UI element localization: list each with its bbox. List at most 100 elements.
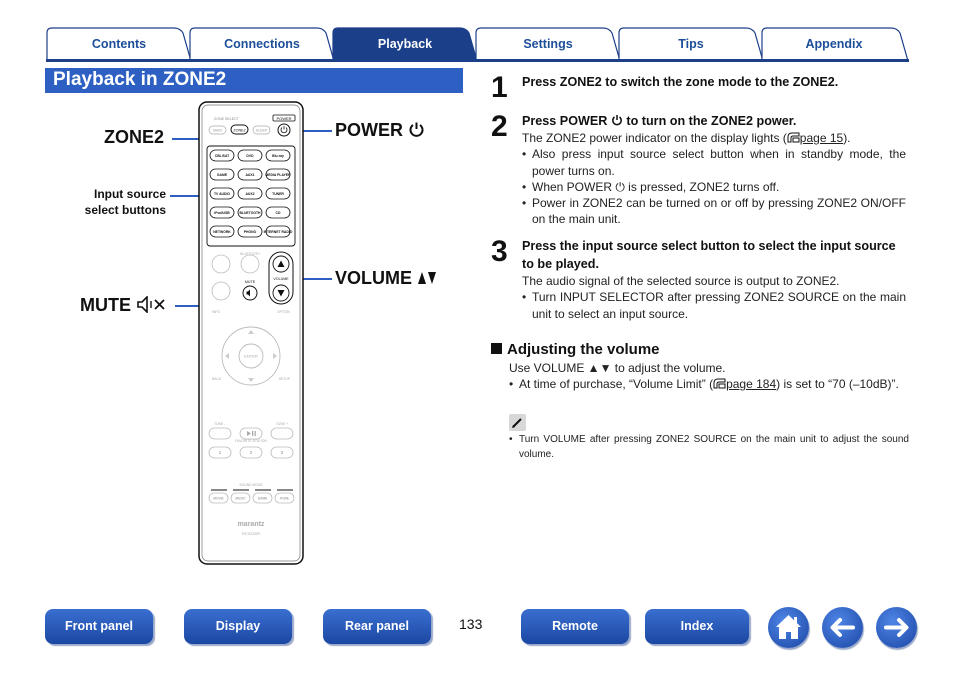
source-button-media-player[interactable] (265, 168, 291, 181)
page-15-link[interactable]: page 15 (787, 130, 843, 146)
remote-label-option: OPTION (277, 310, 291, 314)
source-button-ipod-usb[interactable] (209, 206, 235, 219)
source-button-tv-audio[interactable] (209, 187, 235, 200)
source-button-aux1[interactable] (237, 168, 263, 181)
callout-input-line1: Input source (93, 187, 166, 201)
tab-appendix[interactable]: Appendix (761, 27, 909, 61)
main-button-label: MAIN (213, 129, 222, 133)
remote-label-back: BACK (212, 377, 222, 381)
tab-label: Connections (224, 37, 300, 51)
remote-label-volume: VOLUME (273, 277, 289, 281)
sleep-button-label: SLEEP (256, 129, 268, 133)
callout-power-label: POWER (335, 120, 404, 140)
tune-plus-button[interactable] (270, 427, 294, 440)
source-button-phono[interactable] (237, 225, 263, 238)
callout-volume-label: VOLUME (335, 268, 413, 288)
volume-up-icon (277, 260, 285, 267)
callout-mute: MUTE (80, 295, 166, 318)
step-3-heading: Press the input source select button to … (522, 239, 896, 271)
tab-settings[interactable]: Settings (475, 27, 621, 61)
home-button[interactable] (768, 607, 809, 648)
step-2-bullet-3: Power in ZONE2 can be turned on or off b… (522, 195, 906, 228)
source-button-bluetooth[interactable] (237, 206, 263, 219)
source-button-game[interactable] (209, 168, 235, 181)
bluetooth-button[interactable] (240, 254, 260, 274)
tab-playback[interactable]: Playback (332, 27, 478, 61)
remote-label-tune-minus: TUNE - (214, 422, 225, 426)
tab-label: Settings (523, 37, 573, 51)
adjust-volume-title: Adjusting the volume (507, 341, 660, 358)
sound-mode-music[interactable] (230, 492, 251, 504)
page-184-link[interactable]: page 184 (713, 376, 776, 392)
sound-mode-game[interactable] (252, 492, 273, 504)
tab-bar: Contents Connections Playback Settings T… (46, 27, 909, 63)
rear-panel-button[interactable]: Rear panel (323, 609, 431, 644)
source-button-network[interactable] (209, 225, 235, 238)
remote-model: RC023SR (242, 531, 260, 536)
sound-mode-movie[interactable] (208, 492, 229, 504)
adjust-use-line: Use VOLUME ▲▼ to adjust the volume. (509, 361, 726, 375)
source-button-aux2[interactable] (237, 187, 263, 200)
source-button-tuner[interactable] (265, 187, 291, 200)
step-1-heading: Press ZONE2 to switch the zone mode to t… (522, 75, 839, 89)
step-2-intro-a: The ZONE2 power indicator on the display… (522, 131, 787, 145)
display-button[interactable]: Display (184, 609, 292, 644)
source-button-bluetooth-label: BLUETOOTH (239, 211, 261, 215)
source-button-cbl-sat[interactable] (209, 149, 235, 162)
remote-button[interactable]: Remote (521, 609, 629, 644)
tab-tips[interactable]: Tips (618, 27, 764, 61)
page-15-link-text: page 15 (799, 131, 844, 145)
main-button[interactable] (208, 125, 227, 135)
pause-icon-bar2 (254, 431, 256, 436)
power-icon (408, 121, 425, 143)
sound-mode-game-label: GAME (258, 496, 268, 500)
remote-label-tune-plus: TUNE + (276, 422, 288, 426)
source-button-cd-label: CD (276, 211, 281, 215)
favorite-button-3[interactable] (270, 446, 294, 459)
down-left-button[interactable] (211, 281, 231, 301)
cursor-right-icon (273, 353, 277, 359)
cursor-left-icon (225, 353, 229, 359)
sleep-button[interactable] (252, 125, 271, 135)
index-button[interactable]: Index (645, 609, 749, 644)
pencil-icon (509, 414, 526, 431)
power-button[interactable] (277, 123, 291, 137)
source-button-cd[interactable] (265, 206, 291, 219)
source-button-tuner-label: TUNER (272, 192, 284, 196)
callout-input-line2: select buttons (84, 203, 166, 217)
source-button-aux1-label: AUX1 (245, 173, 254, 177)
mute-button-icon (246, 289, 250, 297)
up-left-button[interactable] (211, 254, 231, 274)
sound-mode-indicator (211, 489, 227, 491)
back-button[interactable] (822, 607, 863, 648)
leader-volume (294, 278, 332, 280)
favorite-button-2[interactable] (239, 446, 263, 459)
step-2-intro-b: ). (843, 131, 851, 145)
sound-mode-indicator (277, 489, 293, 491)
enter-button[interactable] (238, 343, 264, 369)
zone2-button[interactable] (230, 124, 249, 135)
sound-mode-pure[interactable] (274, 492, 295, 504)
adjust-bullet-b: ) is set to “70 (–10dB)”. (776, 377, 899, 392)
tune-minus-button[interactable] (208, 427, 232, 440)
source-button-internet-radio[interactable] (265, 225, 291, 238)
remote-label-mute: MUTE (245, 280, 256, 284)
page-ref-icon (713, 378, 726, 389)
source-button-blu-ray[interactable] (265, 149, 291, 162)
source-button-dvd-label: DVD (246, 154, 254, 158)
forward-button[interactable] (876, 607, 917, 648)
page-184-link-text: page 184 (726, 377, 777, 392)
favorite-button-1[interactable] (208, 446, 232, 459)
play-icon (247, 431, 251, 436)
tab-contents[interactable]: Contents (46, 27, 192, 61)
tab-connections[interactable]: Connections (189, 27, 335, 61)
adjust-note: Turn VOLUME after pressing ZONE2 SOURCE … (509, 433, 909, 462)
volume-down-icon (277, 290, 285, 297)
front-panel-button[interactable]: Front panel (45, 609, 153, 644)
source-button-dvd[interactable] (237, 149, 263, 162)
leader-power (292, 130, 332, 132)
adjust-volume-heading: Adjusting the volume (491, 341, 660, 358)
sound-mode-pure-label: PURE (280, 496, 289, 500)
